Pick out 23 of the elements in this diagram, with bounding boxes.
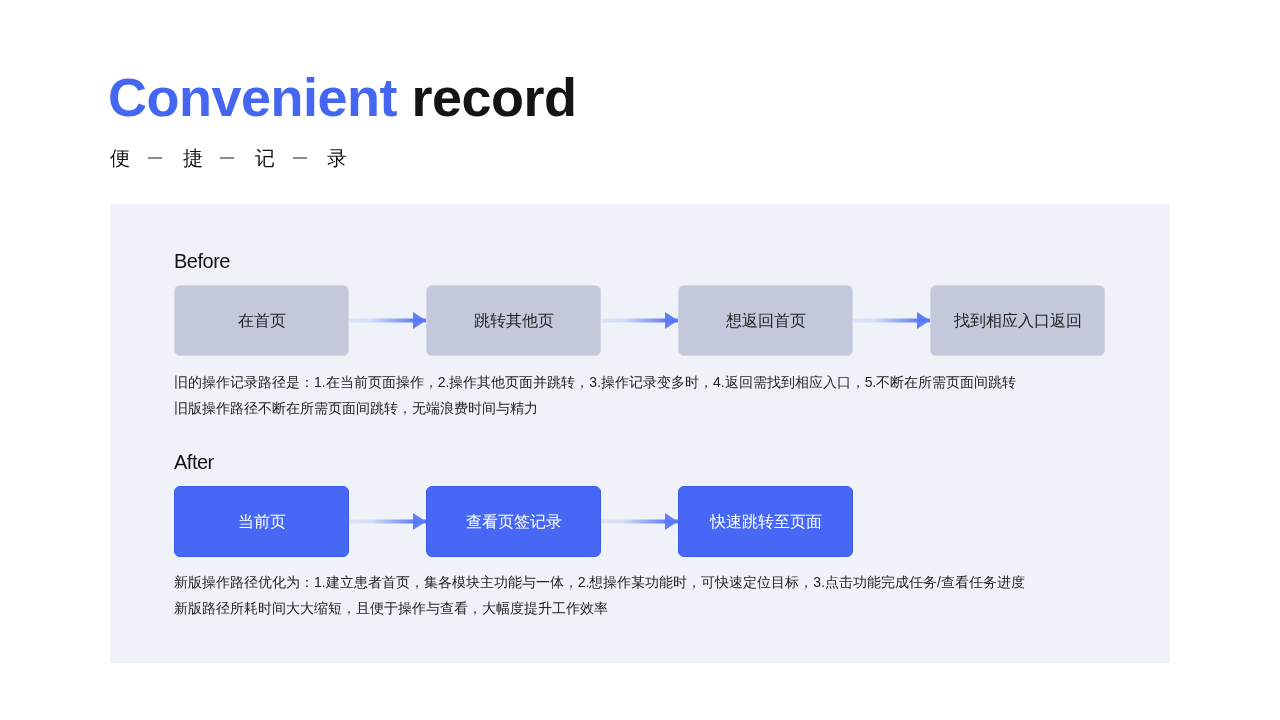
process-box: 想返回首页 (678, 285, 853, 356)
description-text: 旧的操作记录路径是：1.在当前页面操作，2.操作其他页面并跳转，3.操作记录变多时，4.返回需找到相应入口，5.不断在所需页面间跳转 (174, 373, 1017, 392)
process-box: 查看页签记录 (426, 486, 601, 557)
process-box: 找到相应入口返回 (930, 285, 1105, 356)
arrow (601, 312, 678, 329)
arrow (853, 312, 930, 329)
arrow (349, 513, 426, 530)
subtitle-character: 便 (110, 146, 130, 170)
description-text: 新版路径所耗时间大大缩短，且便于操作与查看，大幅度提升工作效率 (174, 599, 608, 618)
section-heading: After (174, 450, 214, 474)
description-text: 新版操作路径优化为：1.建立患者首页，集各模块主功能与一体，2.想操作某功能时，可快速定位目标，3.点击功能完成任务/查看任务进度 (174, 573, 1025, 592)
subtitle-character: 录 (327, 146, 347, 170)
arrow (601, 513, 678, 530)
process-box: 当前页 (174, 486, 349, 557)
title: Convenient record (108, 66, 577, 128)
arrow (349, 312, 426, 329)
subtitle-character: 记 (255, 146, 275, 170)
section-heading: Before (174, 249, 230, 273)
process-box: 在首页 (174, 285, 349, 356)
process-box: 快速跳转至页面 (678, 486, 853, 557)
process-box: 跳转其他页 (426, 285, 601, 356)
subtitle-character: 捷 (183, 146, 203, 170)
description-text: 旧版操作路径不断在所需页面间跳转，无端浪费时间与精力 (174, 399, 538, 418)
